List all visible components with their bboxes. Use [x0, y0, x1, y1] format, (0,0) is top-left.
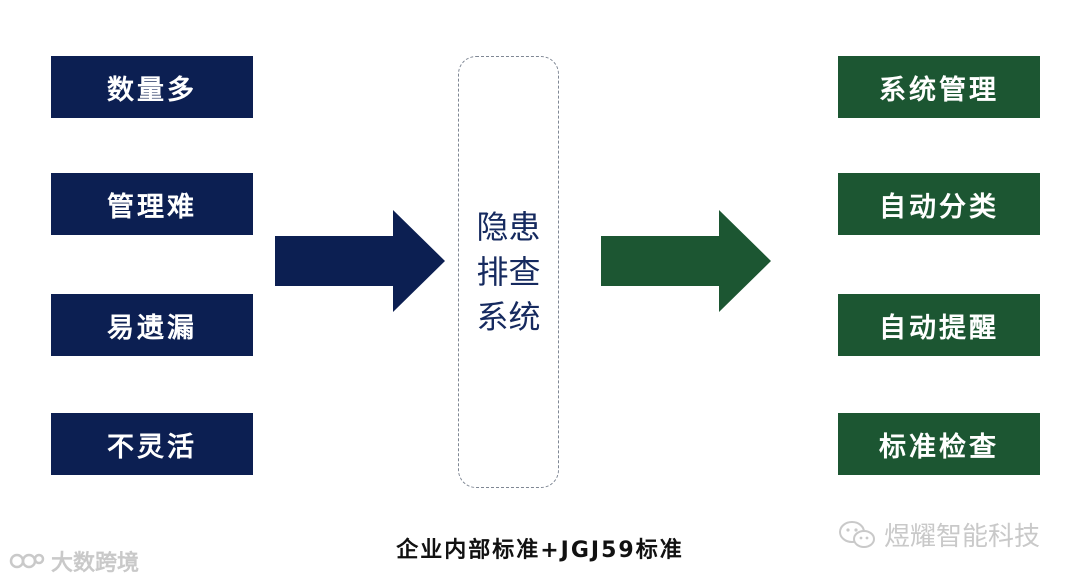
footer-standard-label: 企业内部标准+JGJ59标准: [396, 538, 684, 563]
watermark-left-text: 大数跨境: [51, 551, 140, 576]
left-box-2-label: 管理难: [107, 191, 197, 223]
right-box-4-label: 标准检查: [879, 431, 999, 463]
right-box-3-label: 自动提醒: [879, 312, 999, 344]
left-arrow-icon: [275, 210, 445, 312]
right-box-2: 自动分类: [838, 173, 1040, 235]
wechat-icon: [839, 520, 875, 548]
left-box-4-label: 不灵活: [107, 431, 197, 463]
center-system-box: 隐患排查系统: [458, 56, 559, 488]
left-box-4: 不灵活: [51, 413, 253, 475]
left-box-3: 易遗漏: [51, 294, 253, 356]
center-system-label: 隐患排查系统: [476, 207, 541, 336]
logo-icon: [9, 553, 45, 569]
watermark-right-text: 煜耀智能科技: [884, 522, 1041, 552]
right-box-3: 自动提醒: [838, 294, 1040, 356]
right-box-1: 系统管理: [838, 56, 1040, 118]
left-box-1: 数量多: [51, 56, 253, 118]
watermark-right: 煜耀智能科技: [838, 516, 1040, 553]
right-arrow-icon: [601, 210, 771, 312]
left-box-2: 管理难: [51, 173, 253, 235]
watermark-left: 大数跨境: [9, 545, 139, 577]
right-box-1-label: 系统管理: [879, 74, 999, 106]
left-box-3-label: 易遗漏: [107, 312, 197, 344]
right-box-4: 标准检查: [838, 413, 1040, 475]
right-box-2-label: 自动分类: [879, 191, 999, 223]
left-box-1-label: 数量多: [107, 74, 197, 106]
